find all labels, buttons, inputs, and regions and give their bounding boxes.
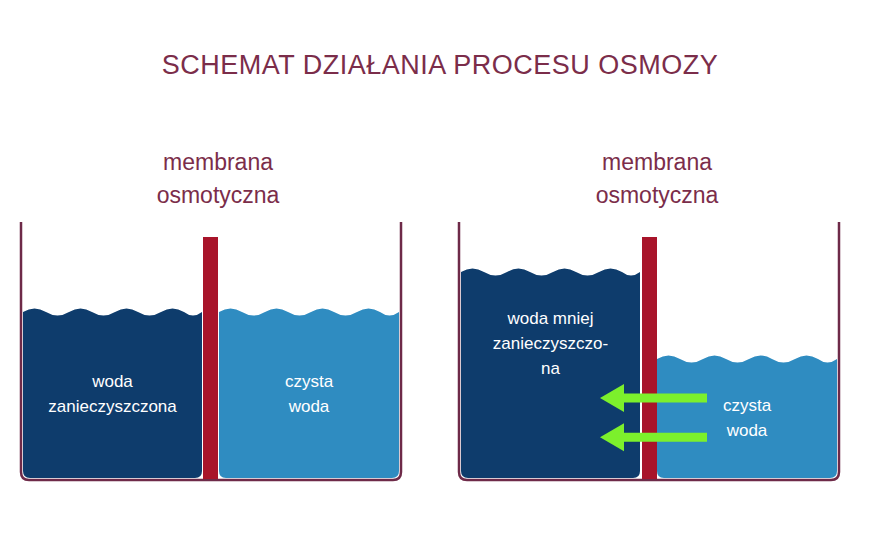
text-wrap: woda mniej zanieczyszczo-na: [461, 264, 640, 381]
polluted-water: woda zanieczyszczona: [23, 304, 202, 478]
membrane-label: membrana osmotyczna: [557, 146, 757, 212]
water-fill: [461, 269, 640, 479]
water-fill: [657, 356, 837, 479]
water-label: woda zanieczyszczona: [38, 369, 188, 419]
less-polluted-water: woda mniej zanieczyszczo-na: [461, 264, 640, 478]
water-fill: [23, 309, 202, 479]
water-fill: [219, 309, 399, 479]
text-wrap: czysta woda: [657, 351, 837, 443]
osmotic-membrane: [642, 237, 657, 479]
water-label: woda mniej zanieczyszczo-na: [488, 306, 613, 381]
clean-water: czysta woda: [657, 351, 837, 478]
text-wrap: czysta woda: [219, 304, 399, 419]
diagram-title: SCHEMAT DZIAŁANIA PROCESU OSMOZY: [0, 50, 880, 81]
water-label: czysta woda: [269, 369, 349, 419]
water-label: czysta woda: [707, 393, 787, 443]
osmotic-membrane: [203, 237, 218, 479]
membrane-label: membrana osmotyczna: [118, 146, 318, 212]
tank-outline: [459, 222, 839, 480]
clean-water: czysta woda: [219, 304, 399, 478]
text-wrap: woda zanieczyszczona: [23, 304, 202, 419]
tank-outline: [21, 222, 401, 480]
